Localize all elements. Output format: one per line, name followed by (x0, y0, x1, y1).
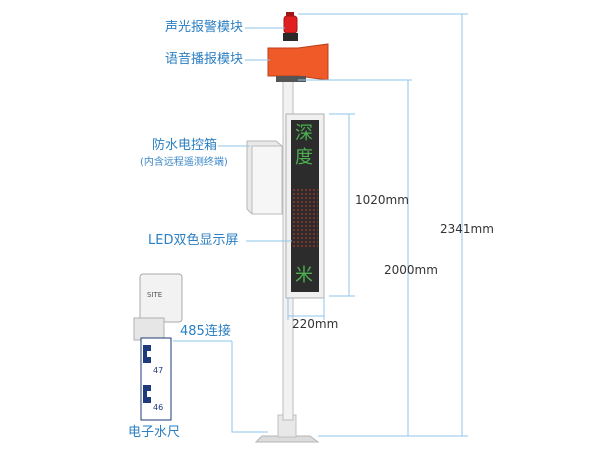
led-char-2: 度 (295, 147, 313, 168)
label-alarm-module: 声光报警模块 (165, 20, 244, 35)
alarm-light-base (283, 33, 298, 41)
dim-screen-width: 220mm (292, 317, 339, 331)
control-box-front (251, 145, 283, 215)
label-connection: 485连接 (180, 324, 231, 339)
dim-pole-height: 2000mm (384, 263, 438, 277)
speaker (267, 43, 329, 81)
led-red-digits (292, 188, 318, 248)
label-led-screen: LED双色显示屏 (148, 233, 239, 248)
gauge-e-marks (143, 345, 151, 403)
led-char-1: 深 (295, 123, 313, 144)
led-char-3: 米 (295, 265, 313, 286)
label-control-box-note: (内含远程遥测终端) (140, 157, 228, 168)
alarm-light-cap (286, 12, 294, 16)
gauge-mark-47: 47 (153, 366, 164, 375)
label-water-gauge: 电子水尺 (128, 425, 181, 440)
dimension-lines (287, 13, 468, 437)
dim-total-height: 2341mm (440, 222, 494, 236)
gauge-logo: SITE (147, 291, 163, 299)
gauge-mark-46: 46 (153, 403, 164, 412)
label-control-box: 防水电控箱 (152, 138, 218, 153)
speaker-mount (276, 76, 306, 82)
alarm-light (283, 15, 298, 34)
gauge-connector (133, 317, 165, 341)
leader-lines (173, 27, 292, 433)
label-voice-module: 语音播报模块 (165, 52, 244, 67)
dim-screen-height: 1020mm (355, 193, 409, 207)
